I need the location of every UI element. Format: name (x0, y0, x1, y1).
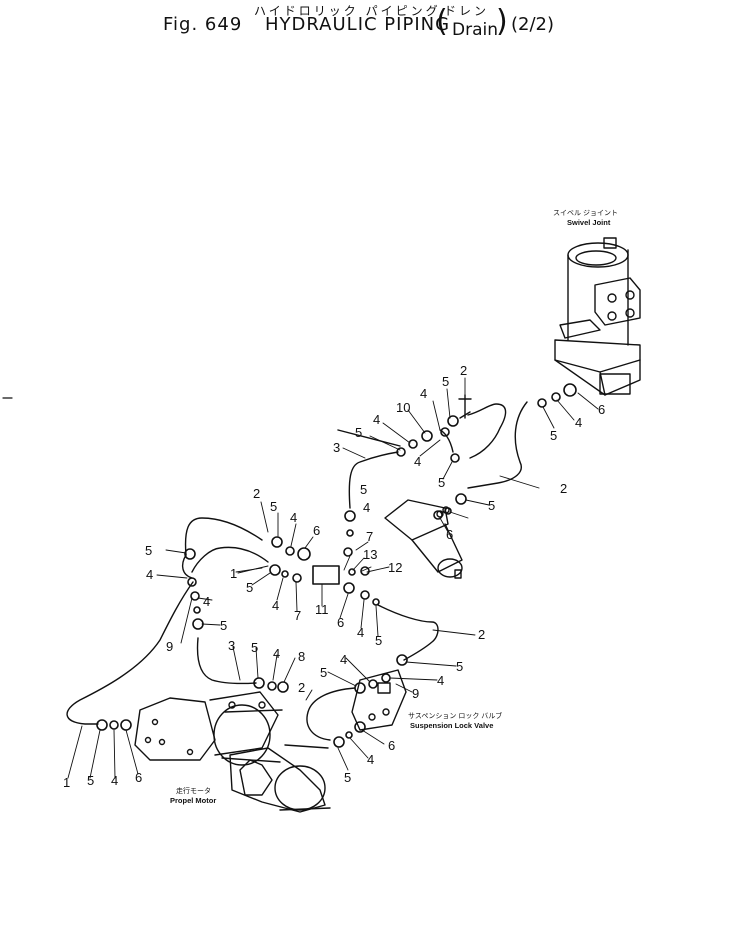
propel-motor-label-jp: 走行モータ (176, 786, 211, 795)
callout-c34: 4 (203, 594, 210, 609)
callout-c10: 5 (360, 482, 367, 497)
callout-c36: 9 (166, 639, 173, 654)
callout-c9: 5 (438, 475, 445, 490)
propel-motor-drawing (134, 691, 331, 813)
callout-c7: 3 (333, 440, 340, 455)
right-bracket: ) (496, 4, 508, 39)
callout-c8: 4 (414, 454, 421, 469)
leader-lines (67, 377, 599, 779)
figure-subtitle: Drain (452, 20, 498, 40)
subtitle-japanese: ドレン (444, 4, 490, 18)
callout-c35: 5 (220, 618, 227, 633)
callout-c24: 12 (388, 560, 402, 575)
callout-c1: 2 (460, 363, 467, 378)
callout-c42: 4 (340, 652, 347, 667)
callout-c23: 13 (363, 547, 377, 562)
callout-c16: 5 (270, 499, 277, 514)
callout-c18: 6 (313, 523, 320, 538)
callout-c31: 4 (357, 625, 364, 640)
callout-c4: 10 (396, 400, 410, 415)
callout-c17: 4 (290, 510, 297, 525)
swivel-joint-label-jp: スイベル ジョイント (553, 209, 618, 217)
callout-c52: 4 (111, 773, 118, 788)
callout-c47: 6 (388, 738, 395, 753)
callout-c48: 4 (367, 752, 374, 767)
callout-c29: 11 (315, 602, 329, 617)
callout-c5: 4 (373, 412, 380, 427)
figure-heading: Fig. 649 HYDRAULIC PIPING (163, 14, 466, 35)
callout-c39: 4 (273, 646, 280, 661)
callout-c27: 4 (272, 598, 279, 613)
callout-c38: 5 (251, 640, 258, 655)
callout-c55: 4 (146, 567, 153, 582)
fittings (96, 383, 577, 748)
callout-c46: 9 (412, 686, 419, 701)
callout-c54: 5 (145, 543, 152, 558)
callout-c30: 6 (337, 615, 344, 630)
callout-c40: 8 (298, 649, 305, 664)
callout-c12: 6 (446, 527, 453, 542)
callout-c19: 5 (550, 428, 557, 443)
callout-c20: 4 (575, 415, 582, 430)
swivel-joint-drawing (554, 237, 641, 396)
page-indicator: (2/2) (511, 14, 555, 35)
callout-c49: 5 (344, 770, 351, 785)
figure-title: HYDRAULIC PIPING (265, 14, 451, 35)
callout-c13: 2 (560, 481, 567, 496)
callout-c50: 1 (63, 775, 70, 790)
callout-c28: 7 (294, 608, 301, 623)
callout-c51: 5 (87, 773, 94, 788)
swivel-joint-label: Swivel Joint (567, 218, 611, 227)
callout-c2: 5 (442, 374, 449, 389)
callout-c21: 6 (598, 402, 605, 417)
callout-c22: 7 (366, 529, 373, 544)
callout-c11: 4 (363, 500, 370, 515)
callout-c41: 5 (320, 665, 327, 680)
callout-c32: 5 (375, 633, 382, 648)
pipe-lines (66, 394, 528, 741)
callout-c37: 3 (228, 638, 235, 653)
callout-c14: 5 (488, 498, 495, 513)
component-captions: スイベル ジョイント Swivel Joint 走行モータ Propel Mot… (170, 209, 618, 805)
callout-c33: 2 (478, 627, 485, 642)
callout-c15: 2 (253, 486, 260, 501)
valve-label-jp: サスペンション ロック バルブ (408, 711, 502, 720)
callout-labels: 2 5 4 10 4 5 3 4 5 5 4 6 2 5 2 5 4 6 5 4… (63, 363, 605, 790)
propel-motor-label: Propel Motor (170, 796, 216, 805)
callout-c25: 1 (230, 566, 237, 581)
callout-c6: 5 (355, 425, 362, 440)
callout-c26: 5 (246, 580, 253, 595)
callout-c45: 4 (437, 673, 444, 688)
left-bracket: ( (436, 4, 448, 39)
title-japanese: ハイドロリック パイピング (254, 4, 441, 18)
callout-c44: 2 (298, 680, 305, 695)
callout-c3: 4 (420, 386, 427, 401)
figure-number: Fig. 649 (163, 14, 243, 35)
suspension-lock-valve-drawing (351, 669, 407, 731)
callout-c43: 5 (456, 659, 463, 674)
callout-c53: 6 (135, 770, 142, 785)
valve-label: Suspension Lock Valve (410, 721, 493, 730)
